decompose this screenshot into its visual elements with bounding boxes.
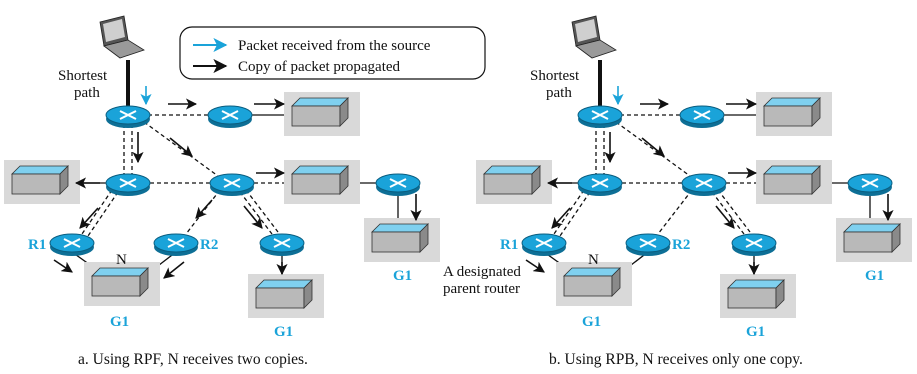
- g1-label-a-1: G1: [110, 314, 129, 330]
- link-m-r2: [185, 189, 221, 235]
- designated-label-b: A designated: [443, 264, 521, 280]
- designated-label-b-2: parent router: [443, 281, 520, 297]
- lan-left: [476, 160, 552, 204]
- router-r1: [521, 233, 567, 256]
- arrow-s-m: [641, 137, 665, 157]
- arrow-r1-n: [53, 259, 73, 273]
- legend-item-propagated: Copy of packet propagated: [238, 59, 401, 75]
- arrow-s-m: [169, 137, 193, 157]
- router-l: [577, 173, 623, 196]
- arrow-m-g: [243, 205, 263, 229]
- g1-label-a-3: G1: [393, 268, 412, 284]
- source-laptop: [99, 15, 145, 59]
- router-a: [679, 105, 725, 128]
- panel-a-labels: Shortest path R1 R2 N G1 G1 G1 a. Using …: [28, 68, 412, 368]
- router-m: [209, 173, 255, 196]
- link-l-r1: [81, 189, 113, 235]
- legend-item-received: Packet received from the source: [238, 38, 431, 54]
- lan-n-label-a: N: [116, 252, 127, 268]
- link-m-g: [239, 191, 273, 235]
- shortest-path-label-a: Shortest: [58, 68, 108, 84]
- shortest-path-label-a-2: path: [74, 85, 100, 101]
- caption-a: a. Using RPF, N receives two copies.: [78, 351, 308, 368]
- link-s-m: [143, 121, 219, 177]
- link-m-r2: [657, 189, 693, 235]
- link-m-g: [711, 191, 745, 235]
- arrow-m-r2: [195, 199, 213, 219]
- caption-b: b. Using RPB, N receives only one copy.: [549, 351, 803, 368]
- g1-label-a-2: G1: [274, 324, 293, 340]
- router-r2-label-b: R2: [672, 237, 690, 253]
- router-a: [207, 105, 253, 128]
- lan-top-right: [284, 92, 360, 136]
- lan-left: [4, 160, 80, 204]
- shortest-path-label-b-2: path: [546, 85, 572, 101]
- g1-label-b-2: G1: [746, 324, 765, 340]
- shortest-path-label-b: Shortest: [530, 68, 580, 84]
- arrow-r1-n: [525, 259, 545, 273]
- router-g: [731, 233, 777, 256]
- lan-right-g1: [836, 218, 912, 262]
- link-l-r1-2: [559, 191, 591, 237]
- legend: Packet received from the source Copy of …: [179, 26, 486, 80]
- arrow-r2-n: [163, 261, 185, 279]
- panel-b: [476, 15, 912, 318]
- lan-n-g1: [84, 262, 160, 306]
- router-r1: [49, 233, 95, 256]
- router-r1-label-a: R1: [28, 237, 46, 253]
- arrow-l-r1: [551, 207, 571, 229]
- router-l: [105, 173, 151, 196]
- lan-bottom-g1: [720, 274, 796, 318]
- source-laptop: [571, 15, 617, 59]
- link-m-g-2: [717, 189, 751, 233]
- router-right: [375, 173, 421, 196]
- arrow-l-r1: [79, 207, 99, 229]
- panel-b-labels: Shortest path R1 R2 N A designated paren…: [443, 68, 884, 368]
- router-r2: [625, 233, 671, 256]
- router-source: [105, 105, 151, 128]
- arrow-m-g: [715, 205, 735, 229]
- lan-top-right: [756, 92, 832, 136]
- g1-label-b-3: G1: [865, 268, 884, 284]
- g1-label-b-1: G1: [582, 314, 601, 330]
- lan-middle-right: [284, 160, 360, 204]
- lan-middle-right: [756, 160, 832, 204]
- link-l-r1-2: [87, 191, 119, 237]
- link-s-m: [615, 121, 691, 177]
- router-r1-label-b: R1: [500, 237, 518, 253]
- lan-bottom-g1: [248, 274, 324, 318]
- router-r2-label-a: R2: [200, 237, 218, 253]
- router-r2: [153, 233, 199, 256]
- panel-a: [4, 15, 440, 318]
- link-l-r1: [553, 189, 585, 235]
- lan-n-label-b: N: [588, 252, 599, 268]
- lan-right-g1: [364, 218, 440, 262]
- router-m: [681, 173, 727, 196]
- router-right: [847, 173, 893, 196]
- router-g: [259, 233, 305, 256]
- lan-n-g1: [556, 262, 632, 306]
- router-source: [577, 105, 623, 128]
- link-m-g-2: [245, 189, 279, 233]
